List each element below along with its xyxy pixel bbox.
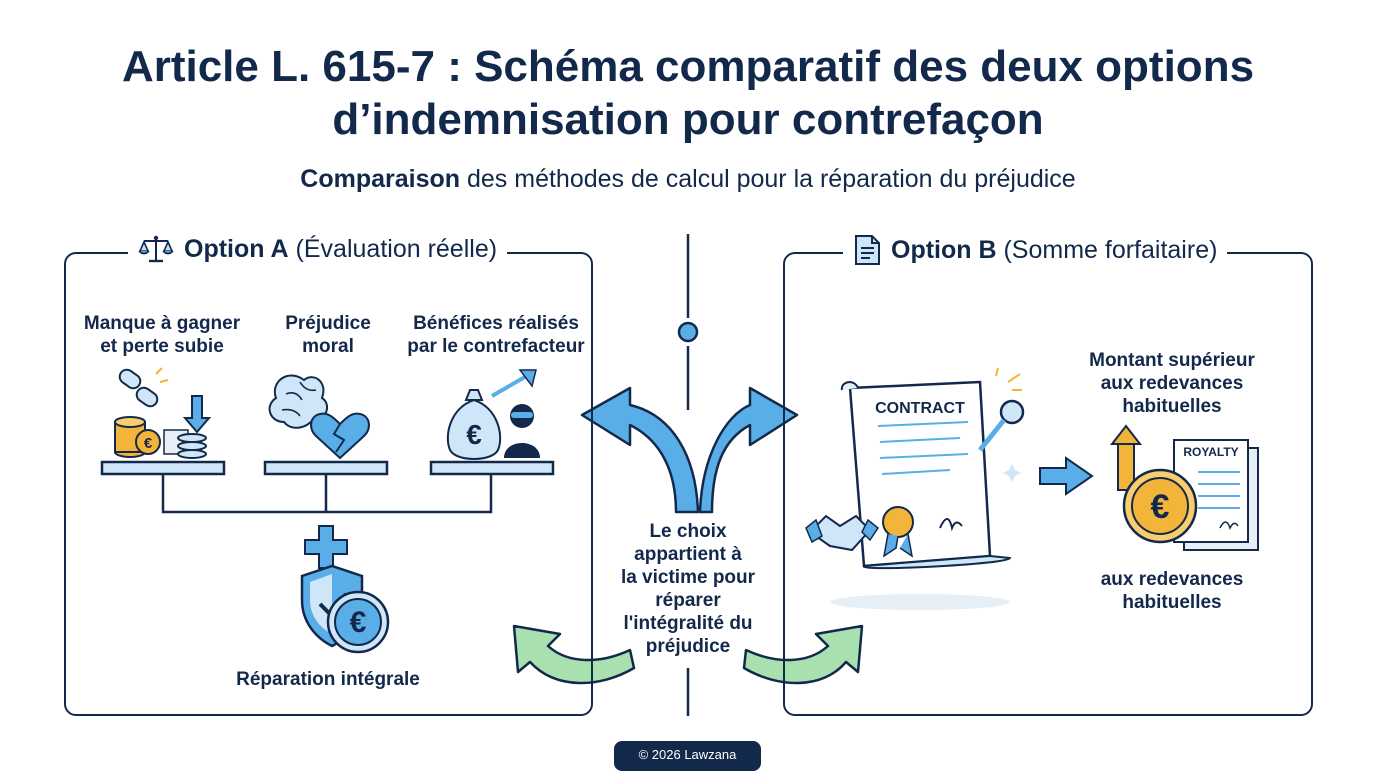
title-line-1: Article L. 615-7 : Schéma comparatif des… (121, 42, 1255, 91)
contract-label: CONTRACT (875, 400, 965, 417)
option-b-header: Option B (Somme forfaitaire) (843, 234, 1228, 266)
label-line: habituelles (1122, 592, 1222, 613)
option-a-title-bold: Option A (184, 234, 289, 263)
arrow-to-option-a (580, 386, 700, 514)
shelf-2 (263, 460, 389, 476)
svg-text:€: € (350, 606, 367, 639)
option-b-title-bold: Option B (891, 235, 997, 264)
svg-text:€: € (1151, 488, 1170, 526)
option-a-header: Option A (Évaluation réelle) (128, 234, 508, 264)
shelf-1 (100, 460, 226, 476)
option-a-illustrations: € € € (100, 367, 555, 654)
label-line: et perte subie (100, 336, 224, 357)
label-line: moral (302, 336, 354, 357)
handshake-icon (805, 514, 880, 552)
subtitle-bold: Comparaison (300, 165, 461, 193)
option-a-item-2-label: Préjudice moral (258, 312, 398, 358)
svg-text:€: € (466, 419, 482, 450)
money-bag-thief-icon: € (446, 369, 540, 460)
label-line: Montant supérieur (1089, 350, 1255, 371)
center-text-line: réparer (655, 590, 721, 611)
bracket-connector (161, 474, 493, 514)
option-b-title-rest: (Somme forfaitaire) (996, 235, 1218, 264)
royalty-coin-icon: € (1109, 424, 1259, 551)
scales-icon (138, 235, 174, 263)
option-b-panel: Option B (Somme forfaitaire) (783, 234, 1313, 716)
page-title: Article L. 615-7 : Schéma comparatif des… (0, 40, 1376, 146)
label-line: par le contrefacteur (407, 336, 585, 357)
option-a-title-rest: (Évaluation réelle) (288, 234, 498, 263)
label-line: Manque à gagner (83, 313, 241, 334)
arrow-right-icon (1039, 456, 1094, 496)
subtitle-rest: des méthodes de calcul pour la réparatio… (460, 165, 1076, 193)
label-line: habituelles (1122, 396, 1222, 417)
plus-icon (304, 525, 348, 569)
subtitle: Comparaison des méthodes de calcul pour … (0, 165, 1376, 194)
center-node (677, 321, 699, 343)
document-icon (855, 235, 880, 265)
label-line: aux redevances (1100, 373, 1244, 394)
option-a-panel: Option A (Évaluation réelle) (64, 234, 593, 716)
center-text-line: préjudice (645, 636, 731, 657)
option-a-item-1-label: Manque à gagner et perte subie (70, 312, 254, 358)
brain-broken-heart-icon (268, 374, 370, 460)
green-arrow-left (512, 624, 636, 685)
broken-chain-coins-icon: € (114, 367, 212, 459)
center-text-line: l'intégralité du (623, 613, 753, 634)
center-text-line: appartient à (634, 544, 742, 565)
center-text: Le choix appartient à la victime pour ré… (605, 520, 771, 658)
center-text-line: la victime pour (620, 567, 756, 588)
royalty-label: ROYALTY (1183, 445, 1239, 459)
option-b-illustrations: € (805, 367, 1259, 610)
shelf-3 (429, 460, 555, 476)
title-line-2: d’indemnisation pour contrefaçon (332, 95, 1044, 144)
option-b-top-label: Montant supérieur aux redevances habitue… (1072, 349, 1272, 418)
center-text-line: Le choix (649, 521, 727, 542)
contract-document-icon (830, 367, 1025, 610)
arrow-to-option-b (698, 386, 799, 514)
label-line: Bénéfices réalisés (413, 313, 579, 334)
option-a-result-label: Réparation intégrale (236, 669, 420, 690)
copyright-badge: © 2026 Lawzana (614, 741, 761, 771)
shield-euro-icon: € (300, 564, 390, 654)
option-b-bottom-label: aux redevances habituelles (1072, 568, 1272, 614)
option-a-item-3-label: Bénéfices réalisés par le contrefacteur (398, 312, 594, 358)
svg-text:€: € (144, 435, 153, 452)
label-line: aux redevances (1100, 569, 1244, 590)
label-line: Préjudice (285, 313, 371, 334)
